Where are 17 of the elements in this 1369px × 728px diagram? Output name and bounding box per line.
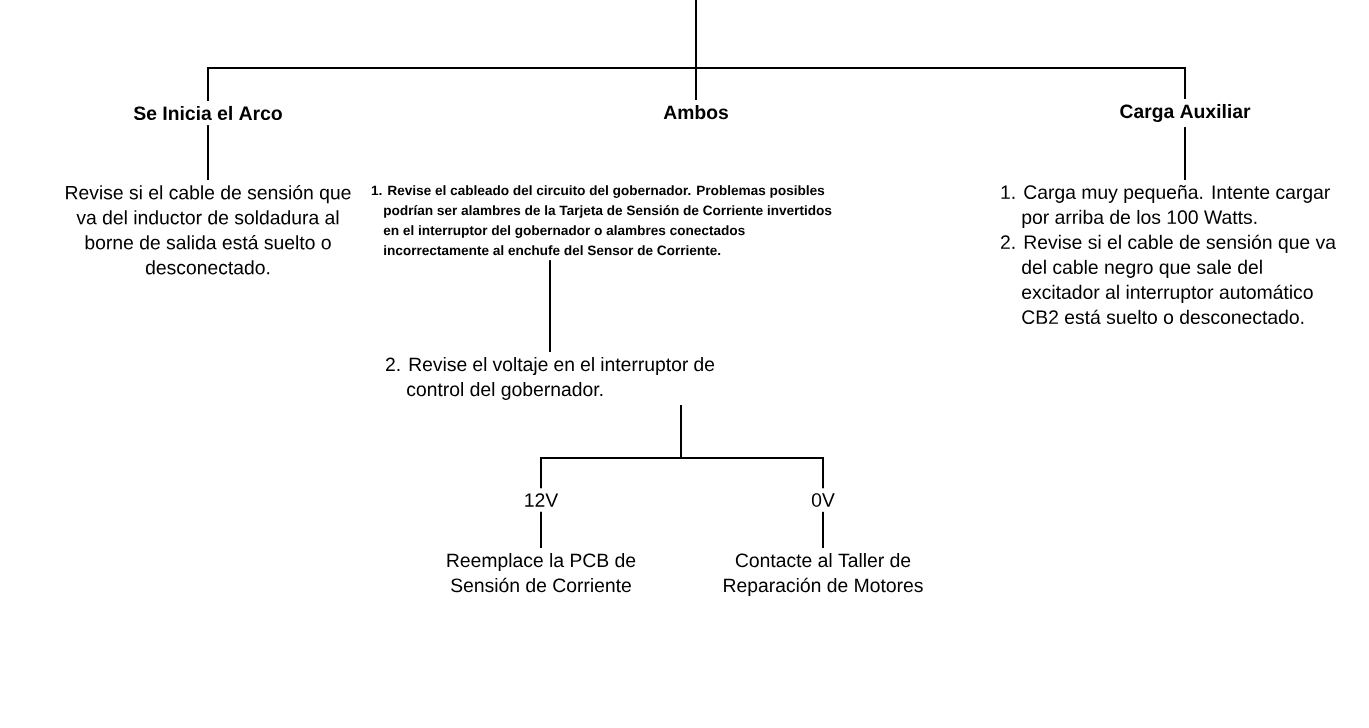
connector-line	[680, 404, 824, 490]
instruction-text: Reemplace la PCB de Sensión de Corriente	[447, 553, 636, 593]
instruction-text: 2. Revise el voltaje en el interruptor de control del gobernador.	[386, 357, 715, 401]
heading-text: Se Inicia el Arco	[133, 105, 282, 121]
connector-line	[540, 510, 542, 549]
instruction-text: Ambos 1. Revise el cableado del circuito del gobernador. Problemas posibles podrían ser alambres de la Tarjeta de Sensión de Corriente invertidos en el interruptor del gobernador o alambres conectados incorrectamente al enchufe del Sensor de Corriente.	[371, 105, 832, 256]
connector-line	[822, 510, 824, 549]
instruction-text: Contacte al Taller de Reparación de Motores	[724, 553, 923, 597]
result-label: 0V	[811, 493, 835, 507]
connector-line	[207, 124, 209, 181]
instruction-text: 1. Carga muy pequeña. Intente cargar por arriba de los 100 Watts. 2. Revise si el cable de sensión que va del cable negro que sale del excitador al interruptor automático CB2 está suelto o desconectado.	[1001, 185, 1336, 325]
connector-line	[695, 0, 1186, 100]
connector-line	[1184, 126, 1186, 181]
connector-line	[549, 259, 551, 353]
instruction-text: Revise si el cable de sensión que va del inductor de soldadura al borne de salida está suelto o desconectado.	[66, 185, 351, 275]
result-label: 12V	[525, 493, 559, 507]
heading-text: Carga Auxiliar	[1120, 103, 1251, 123]
